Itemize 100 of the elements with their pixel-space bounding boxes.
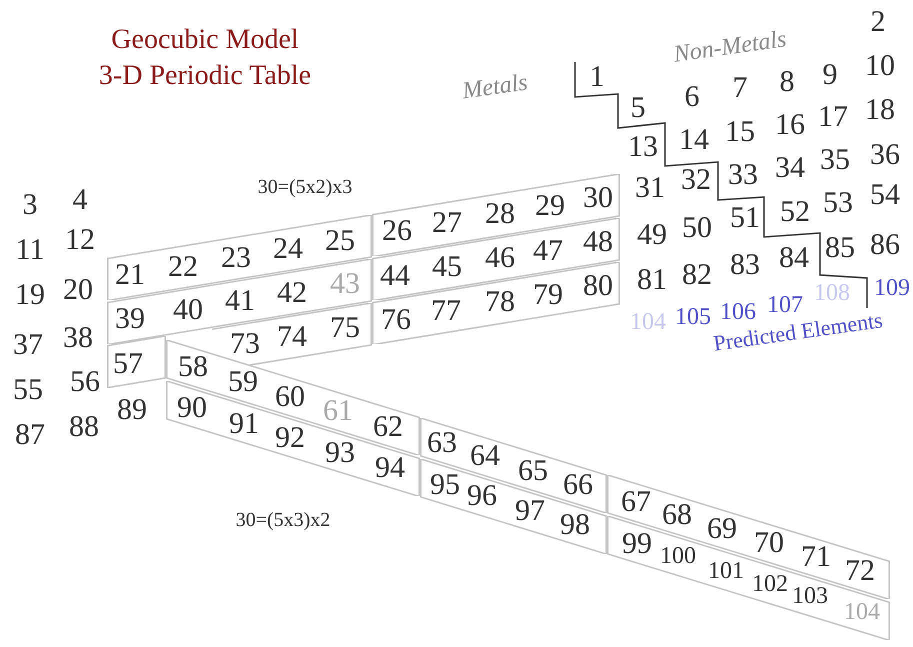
- atomic-number: 99: [622, 528, 652, 559]
- atomic-number: 85: [825, 233, 855, 263]
- atomic-number: 19: [15, 280, 45, 310]
- atomic-number: 41: [225, 286, 255, 316]
- atomic-number: 27: [432, 208, 462, 238]
- atomic-number: 31: [635, 173, 665, 203]
- atomic-number: 69: [707, 514, 737, 544]
- atomic-number: 74: [277, 322, 307, 352]
- atomic-number: 32: [681, 165, 711, 195]
- atomic-number: 22: [168, 252, 198, 282]
- atomic-number: 62: [373, 412, 403, 442]
- atomic-number: 104: [844, 600, 880, 624]
- atomic-number: 44: [380, 260, 410, 291]
- atomic-number: 82: [682, 260, 712, 290]
- atomic-number: 88: [69, 412, 99, 442]
- atomic-number: 77: [431, 296, 461, 326]
- formula-text: 30=(5x3)x2: [236, 510, 330, 530]
- atomic-number: 93: [325, 438, 355, 468]
- atomic-number: 39: [115, 304, 145, 334]
- atomic-number: 90: [177, 392, 207, 423]
- atomic-number: 109: [874, 276, 910, 300]
- atomic-number: 38: [63, 323, 93, 353]
- atomic-number: 33: [728, 160, 758, 190]
- category-label: Non-Metals: [672, 27, 788, 67]
- atomic-number: 101: [708, 558, 744, 583]
- atomic-number: 59: [228, 367, 258, 398]
- atomic-number: 36: [870, 140, 900, 170]
- atomic-number: 60: [275, 382, 305, 412]
- category-label: Metals: [460, 70, 530, 104]
- atomic-number: 106: [720, 300, 756, 324]
- atomic-number: 71: [801, 542, 831, 572]
- atomic-number: 1: [590, 62, 604, 92]
- atomic-number: 43: [330, 268, 360, 299]
- atomic-number: 97: [515, 496, 545, 526]
- atomic-number: 30: [583, 183, 613, 214]
- atomic-number: 20: [63, 275, 93, 305]
- atomic-number: 72: [845, 556, 875, 586]
- atomic-number: 9: [822, 60, 838, 90]
- atomic-number: 29: [535, 191, 565, 222]
- atomic-number: 17: [818, 102, 848, 132]
- atomic-number: 68: [662, 500, 692, 530]
- atomic-number: 84: [779, 243, 809, 273]
- atomic-number: 54: [870, 180, 900, 210]
- atomic-number: 89: [117, 395, 147, 425]
- atomic-number: 23: [221, 242, 251, 273]
- atomic-number: 57: [113, 348, 143, 379]
- formula-text: 30=(5x2)x3: [258, 177, 352, 197]
- atomic-number: 91: [229, 408, 259, 439]
- atomic-number: 64: [470, 441, 500, 472]
- atomic-number: 86: [870, 230, 900, 260]
- atomic-number: 87: [15, 420, 45, 450]
- atomic-number: 81: [637, 265, 667, 295]
- atomic-number: 53: [823, 188, 853, 218]
- atomic-number: 7: [732, 73, 748, 103]
- atomic-number: 46: [485, 243, 515, 274]
- atomic-number: 56: [70, 367, 100, 397]
- atomic-number: 48: [583, 227, 613, 258]
- atomic-number: 37: [13, 330, 43, 360]
- atomic-number: 13: [628, 132, 658, 162]
- atomic-number: 47: [533, 236, 563, 266]
- atomic-number: 75: [330, 312, 360, 343]
- atomic-number: 50: [682, 213, 712, 243]
- atomic-number: 103: [792, 584, 828, 608]
- atomic-number: 42: [277, 278, 307, 308]
- atomic-number: 14: [679, 125, 709, 155]
- atomic-number: 105: [675, 305, 711, 329]
- atomic-number: 34: [775, 153, 805, 183]
- atomic-number: 94: [375, 453, 405, 484]
- atomic-number: 11: [16, 235, 44, 265]
- atomic-number: 3: [22, 190, 38, 220]
- atomic-number: 12: [65, 225, 95, 255]
- atomic-number: 28: [485, 199, 515, 230]
- atomic-number: 6: [684, 82, 700, 112]
- atomic-number: 76: [381, 304, 411, 335]
- atomic-number: 52: [780, 197, 810, 227]
- atomic-number: 40: [173, 294, 203, 325]
- atomic-number: 5: [630, 93, 646, 123]
- atomic-number: 55: [13, 375, 43, 405]
- atomic-number: 15: [725, 117, 755, 147]
- atomic-number: 16: [775, 110, 805, 140]
- element-strip: [107, 336, 166, 388]
- atomic-number: 98: [560, 510, 590, 540]
- atomic-number: 92: [275, 422, 305, 453]
- atomic-number: 4: [72, 185, 88, 215]
- atomic-number: 107: [767, 293, 803, 317]
- atomic-number: 73: [230, 329, 260, 360]
- atomic-number: 65: [518, 456, 548, 486]
- atomic-number: 25: [325, 226, 355, 256]
- atomic-number: 49: [637, 220, 667, 250]
- atomic-number: 10: [865, 51, 895, 81]
- atomic-number: 2: [870, 7, 886, 37]
- atomic-number: 61: [323, 396, 353, 426]
- atomic-number: 83: [730, 250, 760, 280]
- atomic-number: 18: [865, 95, 895, 125]
- atomic-number: 58: [178, 352, 208, 382]
- atomic-number: 100: [660, 544, 696, 568]
- atomic-number: 102: [752, 572, 788, 596]
- atomic-number: 66: [563, 470, 593, 500]
- atomic-number: 8: [780, 67, 794, 97]
- atomic-number: 78: [485, 287, 515, 318]
